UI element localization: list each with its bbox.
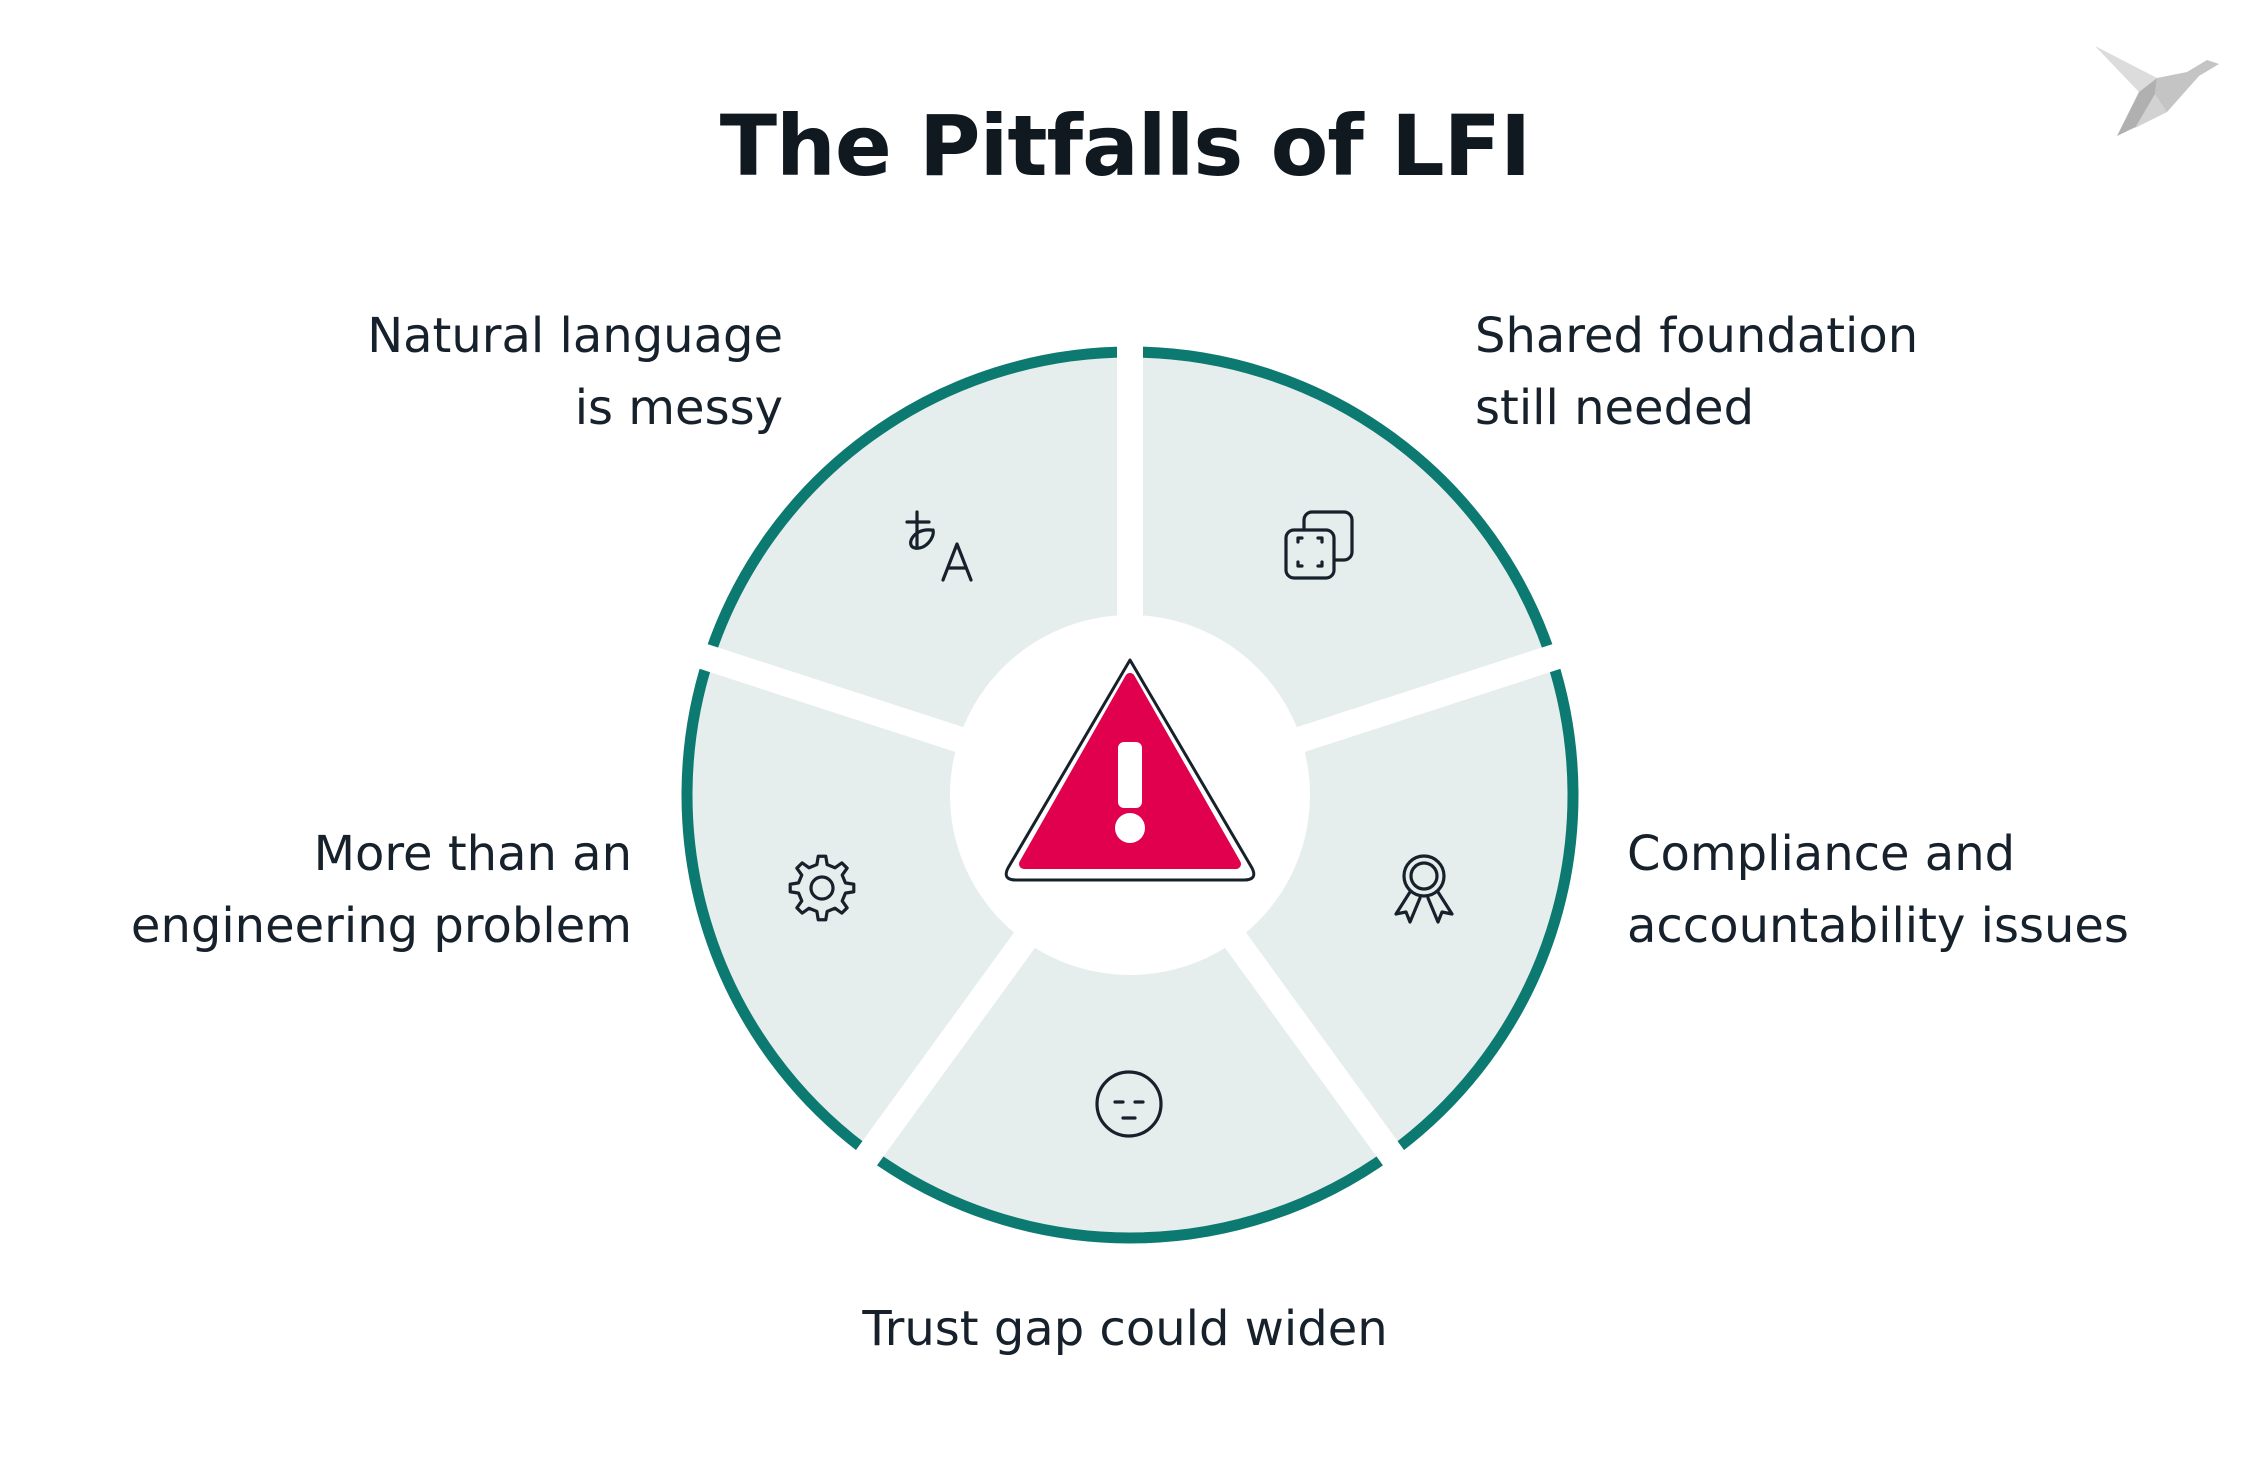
origami-bird-logo-icon <box>2095 46 2219 136</box>
segment-label-compliance: Compliance and accountability issues <box>1627 826 2129 954</box>
segment-label-shared-foundation: Shared foundation still needed <box>1475 308 1919 436</box>
wheel-segment-arc <box>681 656 873 1158</box>
wheel-segment-arc <box>1129 346 1557 660</box>
page-title: The Pitfalls of LFI <box>719 97 1532 195</box>
frames-icon <box>1284 510 1354 580</box>
neutral-face-icon <box>1095 1070 1163 1138</box>
wheel-segment-arc <box>1387 656 1579 1158</box>
wheel-segment <box>868 795 1392 1241</box>
wheel-outer-ring <box>681 346 1579 1244</box>
warning-triangle-icon <box>1004 658 1256 882</box>
gear-icon <box>788 854 856 922</box>
wheel-segment-arc <box>866 1148 1394 1244</box>
wheel-segment-arc <box>703 346 1131 660</box>
segment-label-trust-gap: Trust gap could widen <box>862 1301 1388 1357</box>
segment-label-engineering: More than an engineering problem <box>130 826 632 954</box>
award-ribbon-icon <box>1394 854 1454 924</box>
translate-icon <box>905 510 973 582</box>
segment-label-natural-language: Natural language is messy <box>367 308 783 436</box>
